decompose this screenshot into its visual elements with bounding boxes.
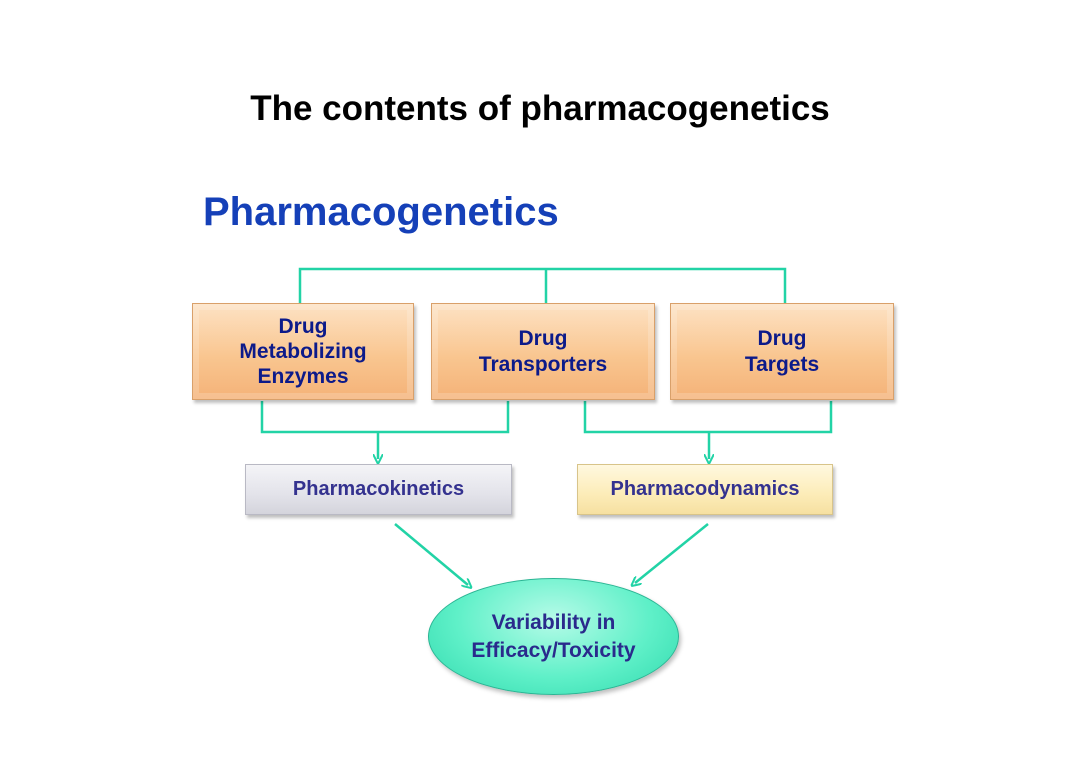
top-bracket-line bbox=[298, 267, 787, 303]
box-pharmacodynamics-label: Pharmacodynamics bbox=[610, 478, 800, 500]
box-pharmacodynamics: Pharmacodynamics bbox=[577, 464, 833, 515]
box-pharmacokinetics: Pharmacokinetics bbox=[245, 464, 512, 515]
box-pharmacokinetics-label: Pharmacokinetics bbox=[292, 478, 465, 500]
box-drug-transporters-label: Drug Transporters bbox=[478, 327, 608, 376]
box-drug-metabolizing-enzymes-label: Drug Metabolizing Enzymes bbox=[239, 314, 367, 389]
box-drug-targets: Drug Targets bbox=[670, 303, 894, 400]
slide-title: The contents of pharmacogenetics bbox=[250, 89, 830, 128]
pk-to-outcome-arrow bbox=[394, 523, 468, 585]
outcome-label: Variability in Efficacy/Toxicity bbox=[471, 611, 636, 662]
box-drug-metabolizing-enzymes: Drug Metabolizing Enzymes bbox=[192, 303, 414, 400]
pk-bracket-line bbox=[260, 401, 510, 434]
box-drug-transporters: Drug Transporters bbox=[431, 303, 655, 400]
pd-bracket-line bbox=[583, 401, 833, 434]
pd-to-outcome-arrow bbox=[635, 523, 709, 583]
diagram-heading: Pharmacogenetics bbox=[203, 190, 559, 234]
outcome-ellipse: Variability in Efficacy/Toxicity bbox=[428, 578, 679, 695]
box-drug-targets-label: Drug Targets bbox=[744, 327, 820, 376]
